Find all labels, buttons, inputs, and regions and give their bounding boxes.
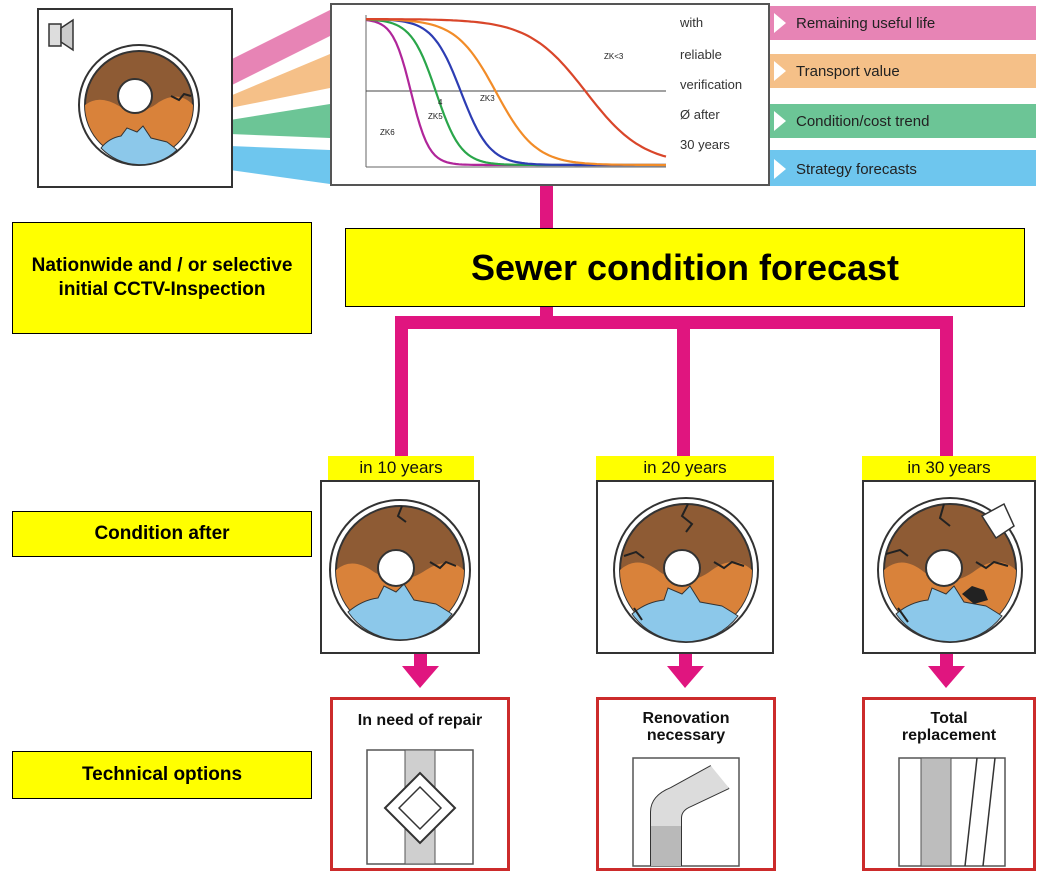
chart-series-label: ZK6: [380, 128, 395, 137]
arrow-left-shaft: [414, 654, 427, 668]
arrow-middle-shaft: [679, 654, 692, 668]
pipe-panel-30-years: [862, 480, 1036, 654]
chart-series-label: 4: [438, 98, 443, 107]
arrow-down-icon: [928, 666, 965, 688]
initial-pipe-illustration: [48, 18, 200, 166]
arrow-right-shaft: [940, 654, 953, 668]
connector-middle: [677, 316, 690, 456]
chart-note-5: 30 years: [680, 137, 730, 152]
chart-note-2: reliable: [680, 47, 722, 62]
tag-arrow-icon: [774, 61, 786, 81]
label-inspection: Nationwide and / or selective initial CC…: [12, 222, 312, 334]
forecast-chart-panel: ZK6 ZK5 4 ZK3 ZK<3 with reliable verificatio…: [330, 3, 770, 186]
option-renovation: Renovation necessary: [596, 697, 776, 871]
main-title: Sewer condition forecast: [345, 228, 1025, 307]
pipe-20-years-illustration: [613, 497, 759, 643]
label-condition-after: Condition after: [12, 511, 312, 557]
tag-strategy-forecasts: Strategy forecasts: [770, 152, 1036, 186]
chart-series-label: ZK<3: [604, 52, 624, 61]
chart-note-1: with: [680, 15, 704, 30]
option-repair-label: In need of repair: [357, 712, 483, 729]
tag-arrow-icon: [774, 159, 786, 179]
chart-series-label: ZK5: [428, 112, 443, 121]
chart-note-4: Ø after: [680, 107, 720, 122]
label-technical-options: Technical options: [12, 751, 312, 799]
connector-horizontal: [395, 316, 952, 329]
period-label-30: in 30 years: [862, 456, 1036, 480]
tag-transport-value: Transport value: [770, 54, 1036, 88]
period-label-20: in 20 years: [596, 456, 774, 480]
pipe-30-years-illustration: [877, 497, 1023, 643]
option-replacement: Total replacement: [862, 697, 1036, 871]
connector-top: [540, 186, 553, 230]
option-renovation-label-2: necessary: [646, 727, 726, 744]
chart-series-label: ZK3: [480, 94, 495, 103]
tag-remaining-useful-life: Remaining useful life: [770, 6, 1036, 40]
option-replacement-label-1: Total: [930, 710, 968, 727]
chart-series-line: [365, 18, 666, 167]
tag-arrow-icon: [774, 111, 786, 131]
renovation-illustration: [632, 757, 740, 867]
chart-note-3: verification: [680, 77, 743, 92]
pipe-panel-10-years: [320, 480, 480, 654]
arrow-down-icon: [402, 666, 439, 688]
connector-right: [940, 316, 953, 456]
pipe-panel-20-years: [596, 480, 774, 654]
option-replacement-label-2: replacement: [901, 727, 997, 744]
tag-arrow-icon: [774, 13, 786, 33]
repair-illustration: [366, 749, 474, 865]
chart-series-line: [366, 18, 667, 158]
initial-pipe-panel: [37, 8, 233, 188]
tag-condition-cost-trend: Condition/cost trend: [770, 104, 1036, 138]
replacement-illustration: [898, 757, 1006, 867]
forecast-chart: ZK6 ZK5 4 ZK3 ZK<3: [365, 15, 667, 168]
camera-icon: [48, 18, 74, 52]
option-repair: In need of repair: [330, 697, 510, 871]
option-renovation-label-1: Renovation: [642, 710, 730, 727]
connector-left: [395, 316, 408, 456]
period-label-10: in 10 years: [328, 456, 474, 480]
pipe-10-years-illustration: [329, 499, 471, 641]
arrow-down-icon: [667, 666, 704, 688]
